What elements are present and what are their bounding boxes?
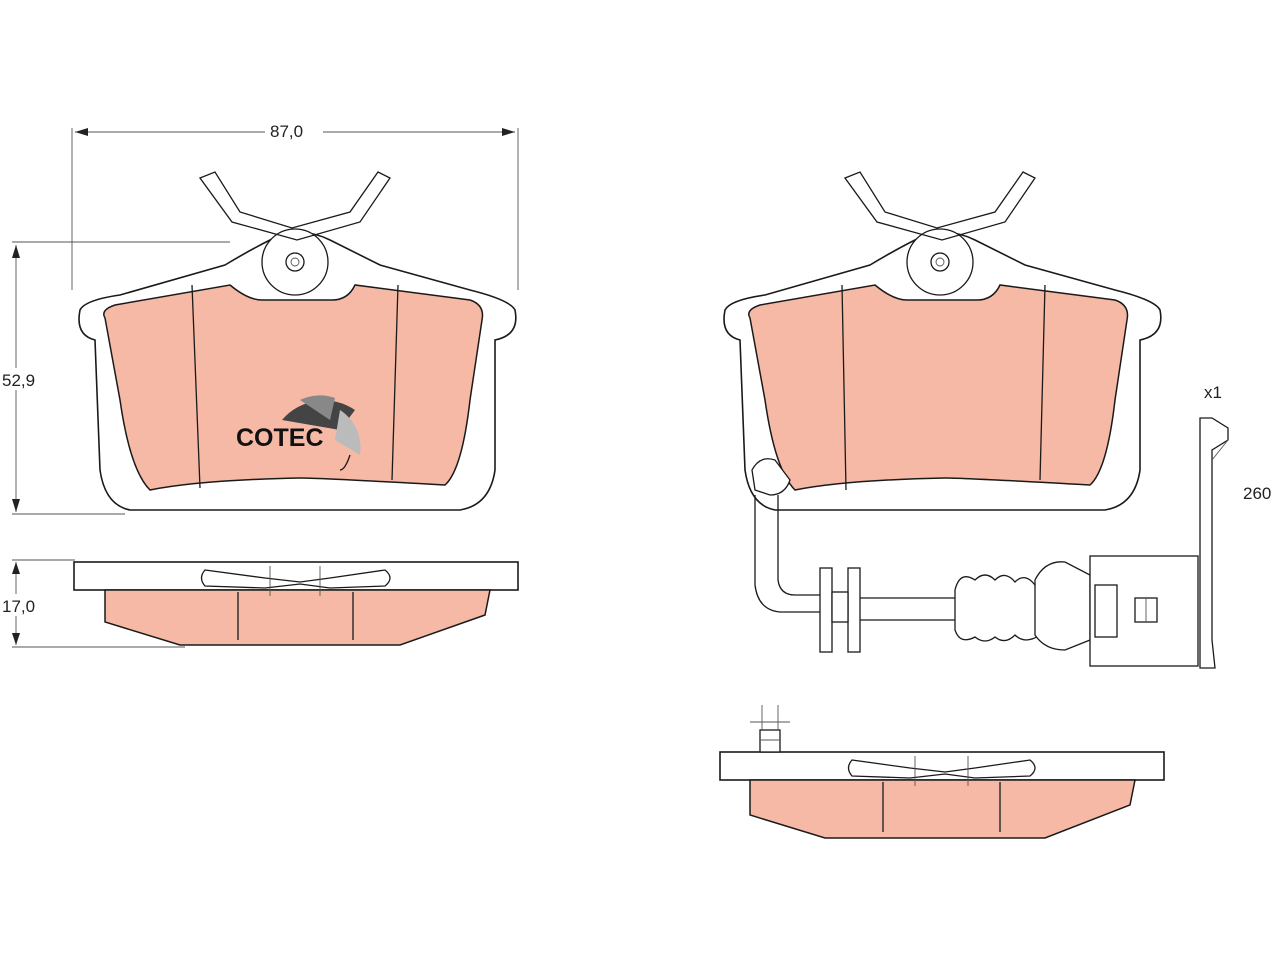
- width-value: 87,0: [270, 122, 303, 141]
- width-dimension: 87,0: [71, 120, 519, 290]
- right-friction-pad: [748, 284, 1129, 491]
- thickness-dimension: 17,0: [0, 559, 185, 648]
- right-pad-front-view: [723, 171, 1162, 511]
- thickness-value: 17,0: [2, 597, 35, 616]
- quantity-label: x1: [1204, 383, 1222, 402]
- left-pad-front-view: COTEC: [78, 171, 517, 511]
- sensor-clip: x1 260: [1199, 383, 1271, 669]
- wear-sensor-cable: [751, 458, 1199, 667]
- logo-text: COTEC: [236, 424, 324, 452]
- sensor-length-value: 260: [1243, 484, 1271, 503]
- left-pad-side-view: [73, 561, 519, 646]
- left-friction-pad: [103, 284, 484, 491]
- height-value: 52,9: [2, 371, 35, 390]
- height-dimension: 52,9: [0, 241, 230, 515]
- right-pad-side-view: [719, 705, 1165, 839]
- cotec-logo: COTEC: [236, 395, 361, 471]
